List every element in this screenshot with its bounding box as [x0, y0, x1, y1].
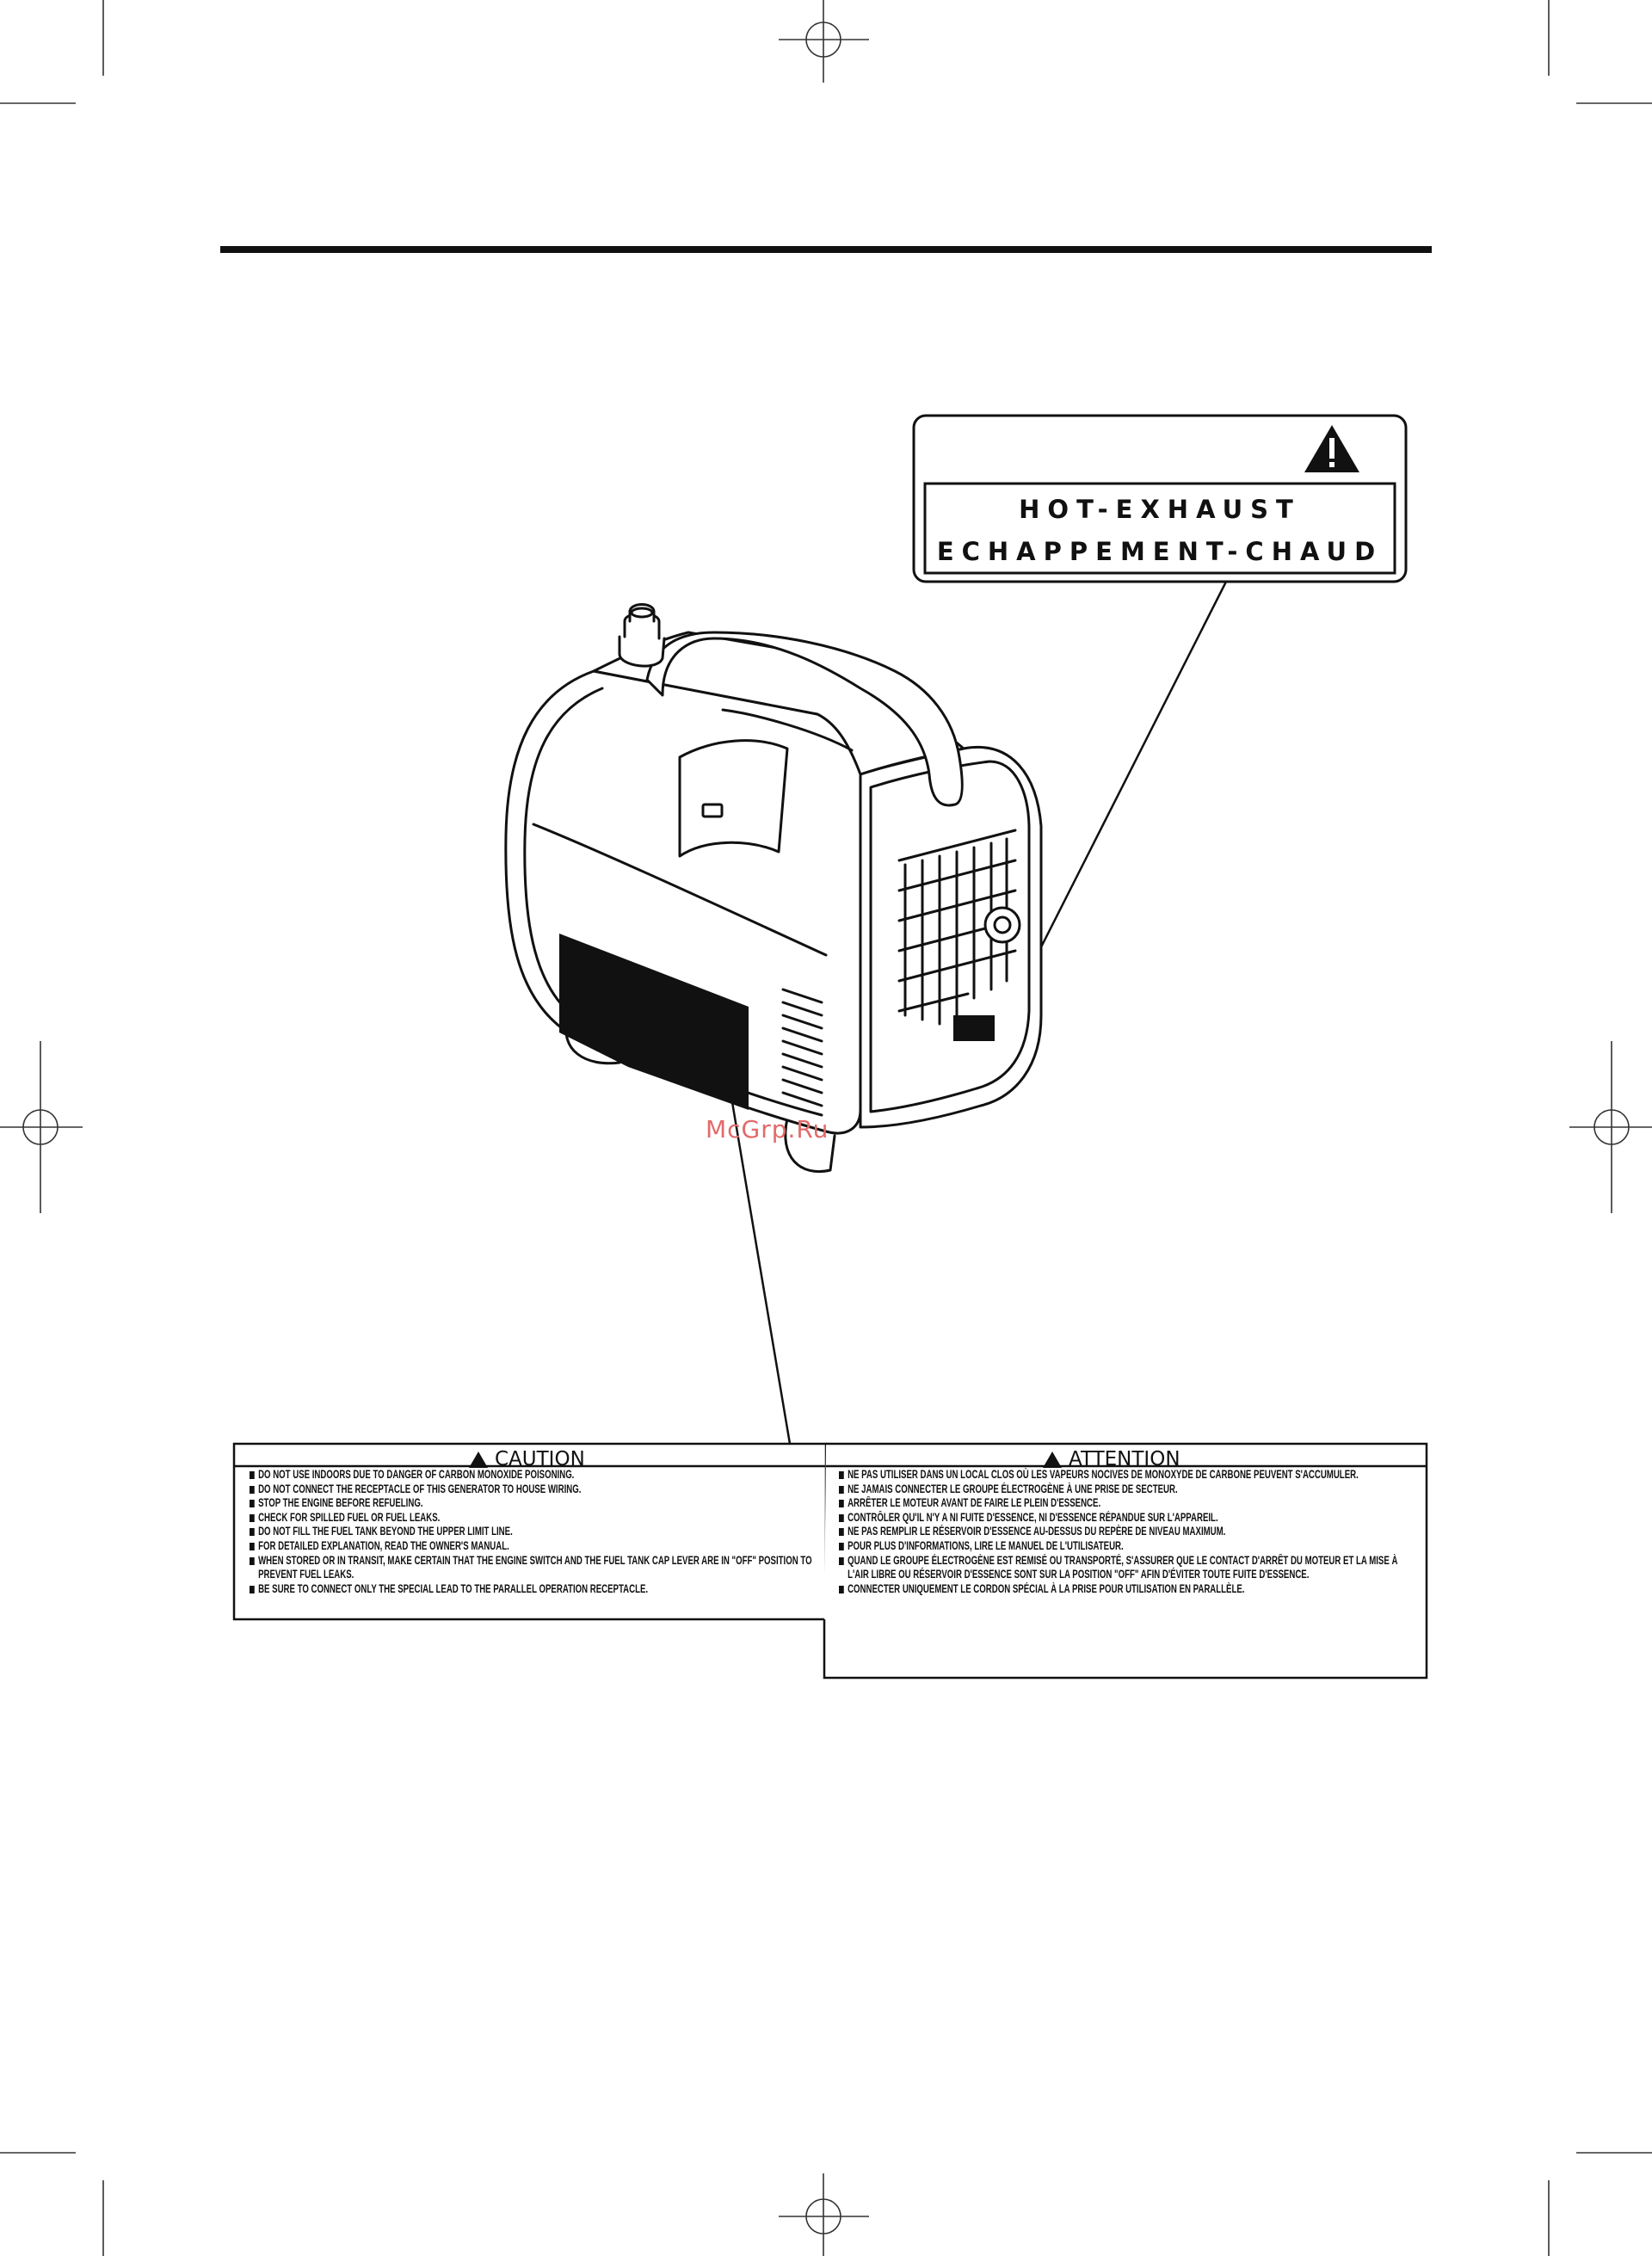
attention-list: NE PAS UTILISER DANS UN LOCAL CLOS OÙ LE…	[839, 1468, 1643, 1596]
header-rule	[220, 246, 1432, 253]
leader-line-hot-exhaust	[1014, 581, 1228, 999]
warning-triangle-icon	[1304, 425, 1359, 472]
caution-item: WHEN STORED OR IN TRANSIT, MAKE CERTAIN …	[250, 1554, 816, 1582]
hot-exhaust-english: HOT-EXHAUST	[1019, 495, 1301, 524]
hot-exhaust-label-frame	[912, 414, 1408, 583]
caution-item: DO NOT CONNECT THE RECEPTACLE OF THIS GE…	[250, 1482, 816, 1497]
caution-item: FOR DETAILED EXPLANATION, READ THE OWNER…	[250, 1539, 816, 1554]
caution-item: DO NOT FILL THE FUEL TANK BEYOND THE UPP…	[250, 1525, 816, 1539]
leader-line-caution	[730, 1096, 792, 1445]
attention-item: NE JAMAIS CONNECTER LE GROUPE ÉLECTROGÈN…	[839, 1482, 1417, 1497]
attention-item: POUR PLUS D'INFORMATIONS, LIRE LE MANUEL…	[839, 1539, 1417, 1554]
caution-heading: CAUTION	[469, 1448, 585, 1470]
caution-item: STOP THE ENGINE BEFORE REFUELING.	[250, 1496, 816, 1511]
warning-triangle-icon	[469, 1451, 488, 1468]
attention-heading: ATTENTION	[1043, 1448, 1180, 1470]
attention-item: NE PAS REMPLIR LE RÉSERVOIR D'ESSENCE AU…	[839, 1525, 1417, 1539]
attention-item: QUAND LE GROUPE ÉLECTROGÈNE EST REMISÉ O…	[839, 1554, 1417, 1582]
caution-label-frame	[232, 1442, 828, 1621]
attention-label-frame	[823, 1442, 1428, 1680]
attention-item: CONTRÔLER QU'IL N'Y A NI FUITE D'ESSENCE…	[839, 1511, 1417, 1526]
caution-list: DO NOT USE INDOORS DUE TO DANGER OF CARB…	[250, 1468, 1036, 1596]
warning-triangle-icon	[1043, 1451, 1062, 1468]
attention-item: ARRÊTER LE MOTEUR AVANT DE FAIRE LE PLEI…	[839, 1496, 1417, 1511]
watermark: McGrp.Ru	[706, 1115, 829, 1143]
attention-item: CONNECTER UNIQUEMENT LE CORDON SPÉCIAL À…	[839, 1582, 1417, 1597]
generator-illustration	[504, 603, 1043, 1173]
caution-item: CHECK FOR SPILLED FUEL OR FUEL LEAKS.	[250, 1511, 816, 1526]
caution-item: DO NOT USE INDOORS DUE TO DANGER OF CARB…	[250, 1468, 816, 1482]
caution-title: CAUTION	[495, 1448, 585, 1470]
hot-exhaust-french: ECHAPPEMENT-CHAUD	[936, 537, 1384, 566]
attention-item: NE PAS UTILISER DANS UN LOCAL CLOS OÙ LE…	[839, 1468, 1417, 1482]
caution-item: BE SURE TO CONNECT ONLY THE SPECIAL LEAD…	[250, 1582, 816, 1597]
attention-title: ATTENTION	[1069, 1448, 1180, 1470]
